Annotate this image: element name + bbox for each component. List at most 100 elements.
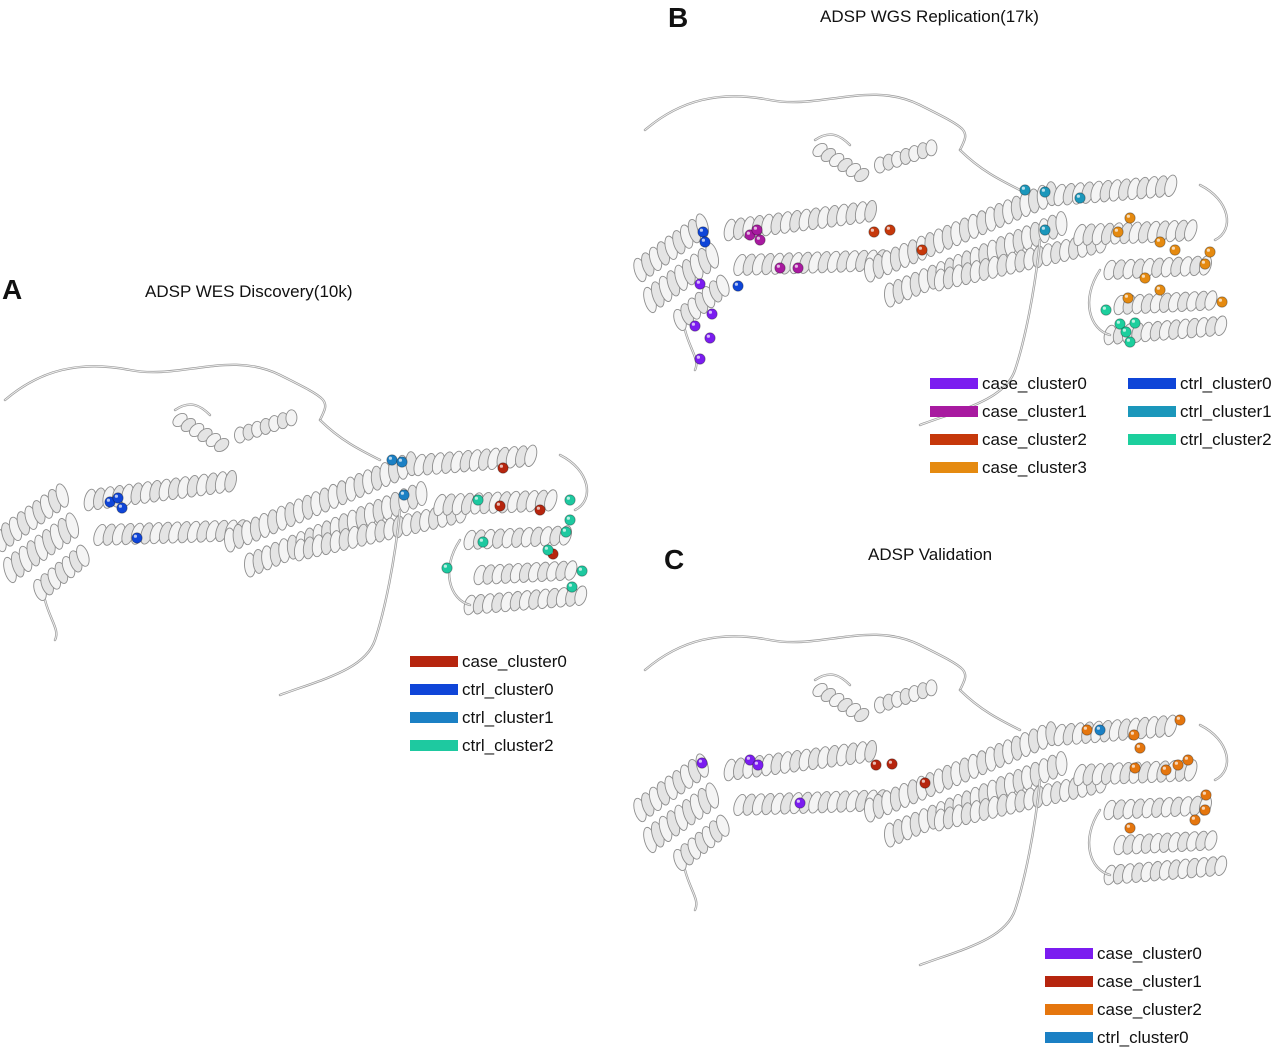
variant-sphere [472,494,484,506]
variant-sphere [1189,814,1201,826]
legend-swatch [1128,434,1176,445]
helix-ribbon [473,560,578,586]
variant-sphere [1039,224,1051,236]
panel-c-letter: C [664,544,685,575]
legend-label: ctrl_cluster1 [462,708,554,727]
helix-ribbon [83,469,237,512]
variant-sphere [1172,759,1184,771]
legend-label: case_cluster2 [982,430,1087,449]
helix-ribbon [234,409,298,444]
helix-ribbon [1103,255,1212,281]
variant-sphere [131,532,143,544]
helix-ribbon [1103,855,1228,886]
legend-swatch [930,406,978,417]
variant-sphere [1019,184,1031,196]
helix-ribbon [723,739,877,782]
legend-label: case_cluster0 [982,374,1087,393]
legend-swatch [1045,1004,1093,1015]
legend-swatch [410,656,458,667]
helix-ribbon [463,585,588,616]
legend-swatch [410,712,458,723]
variant-sphere [112,492,124,504]
helix-ribbon [933,770,1108,832]
panel-b-title: ADSP WGS Replication(17k) [820,7,1039,26]
variant-sphere [386,454,398,466]
variant-sphere [560,526,572,538]
legend-label: case_cluster3 [982,458,1087,477]
variant-sphere [1039,186,1051,198]
coil-loop [958,148,1022,192]
variant-sphere [794,797,806,809]
variant-sphere [694,353,706,365]
legend-swatch [1128,406,1176,417]
panel-a-protein-structure [0,363,589,697]
variant-sphere [689,320,701,332]
variant-sphere [744,754,756,766]
helix-ribbon [172,412,230,453]
variant-sphere [1122,292,1134,304]
legend-label: ctrl_cluster0 [462,680,554,699]
panel-b-letter: B [668,2,689,33]
variant-sphere [1112,226,1124,238]
variant-sphere [1139,272,1151,284]
variant-sphere [534,504,546,516]
variant-sphere [116,502,128,514]
variant-sphere [1100,304,1112,316]
helix-ribbon [1053,714,1178,747]
legend-label: ctrl_cluster1 [1180,402,1272,421]
variant-sphere [1160,764,1172,776]
variant-sphere [868,226,880,238]
helix-ribbon [1053,174,1178,207]
legend-swatch [410,740,458,751]
panel-c-protein-structure [633,633,1229,967]
variant-sphere [1074,192,1086,204]
variant-sphere [697,226,709,238]
legend-swatch [930,434,978,445]
helix-ribbon [884,211,1068,308]
variant-sphere [1199,258,1211,270]
variant-sphere [1204,246,1216,258]
variant-sphere [1216,296,1228,308]
variant-sphere [566,581,578,593]
panel-a-letter: A [2,274,23,305]
legend-swatch [930,462,978,473]
variant-sphere [398,489,410,501]
variant-sphere [751,224,763,236]
variant-sphere [1114,318,1126,330]
helix-ribbon [224,451,418,553]
variant-sphere [1120,326,1132,338]
legend-label: case_cluster1 [1097,972,1202,991]
variant-sphere [1094,724,1106,736]
panel-c-title: ADSP Validation [868,545,993,564]
variant-sphere [542,544,554,556]
helix-ribbon [1113,830,1218,856]
helix-ribbon [812,682,870,723]
helix-ribbon [643,782,720,854]
variant-sphere [1154,236,1166,248]
legend-swatch [1128,378,1176,389]
variant-sphere [694,278,706,290]
helix-ribbon [812,142,870,183]
variant-sphere [494,500,506,512]
legend-label: case_cluster0 [1097,944,1202,963]
legend-label: case_cluster0 [462,652,567,671]
variant-sphere [1134,742,1146,754]
variant-sphere [1128,729,1140,741]
variant-sphere [1124,212,1136,224]
legend-label: ctrl_cluster2 [1180,430,1272,449]
variant-sphere [884,224,896,236]
variant-sphere [886,758,898,770]
variant-sphere [1174,714,1186,726]
helix-ribbon [33,544,90,602]
coil-loop [318,418,382,462]
variant-sphere [477,536,489,548]
helix-ribbon [673,814,730,872]
helix-ribbon [0,483,69,553]
variant-sphere [497,462,509,474]
legend-swatch [410,684,458,695]
variant-sphere [564,494,576,506]
variant-sphere [916,244,928,256]
helix-ribbon [643,242,720,314]
panel-a-title: ADSP WES Discovery(10k) [145,282,353,301]
legend-label: case_cluster1 [982,402,1087,421]
